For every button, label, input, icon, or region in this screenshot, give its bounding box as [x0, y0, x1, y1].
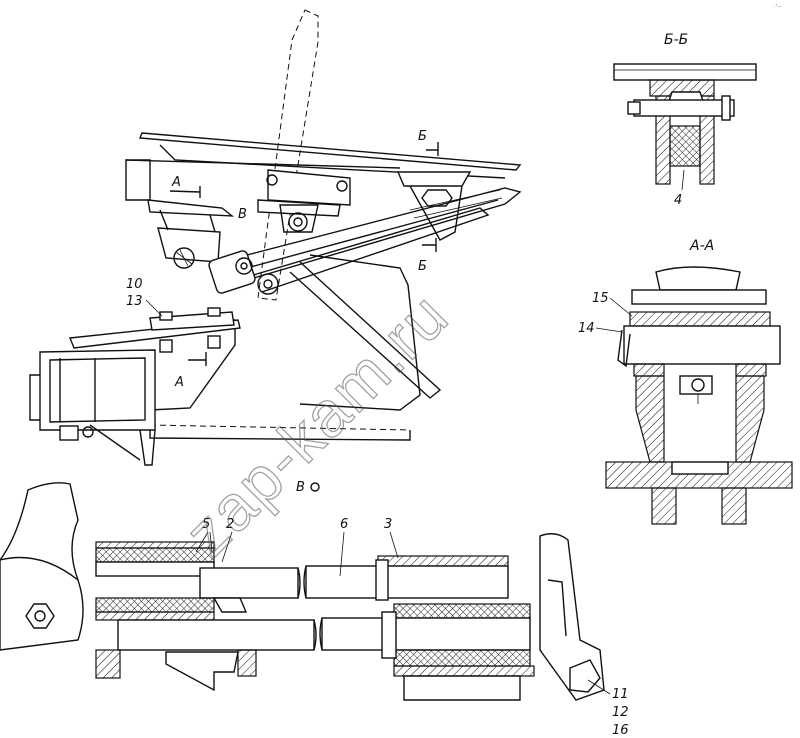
section-mark-v-top: В	[238, 207, 247, 222]
section-bb-view	[613, 63, 757, 191]
section-aa-title: А-А	[689, 238, 714, 254]
section-mark-b-bottom: Б	[418, 259, 427, 274]
leader-5	[195, 531, 213, 553]
callout-5: 5	[202, 517, 210, 532]
callout-14: 14	[578, 321, 595, 336]
section-mark-a-top: А	[171, 175, 181, 190]
shaft-view	[0, 482, 605, 701]
leader-6	[339, 531, 345, 577]
callout-3: 3	[384, 517, 392, 532]
section-bb-title: Б-Б	[664, 32, 688, 48]
callout-13: 13	[126, 294, 143, 309]
callout-11: 11	[612, 687, 629, 702]
callout-4: 4	[674, 193, 682, 208]
callout-10: 10	[126, 277, 143, 292]
main-assembly-view	[29, 9, 522, 492]
callout-6: 6	[340, 517, 348, 532]
section-mark-a-bottom: А	[174, 375, 184, 390]
leader-15	[609, 297, 633, 317]
leader-14	[595, 327, 623, 333]
callout-15: 15	[592, 291, 609, 306]
leader-3	[389, 531, 399, 559]
section-aa-view	[605, 266, 793, 525]
leader-11	[587, 679, 611, 695]
callout-16: 16	[612, 723, 629, 738]
section-mark-b-top: Б	[418, 129, 427, 144]
leader-2	[221, 531, 233, 563]
callout-12: 12	[612, 705, 629, 720]
leader-13	[145, 299, 163, 317]
corner-mark: ·'···	[774, 4, 782, 10]
callout-2: 2	[226, 517, 234, 532]
section-mark-v-bottom: В	[296, 480, 305, 495]
